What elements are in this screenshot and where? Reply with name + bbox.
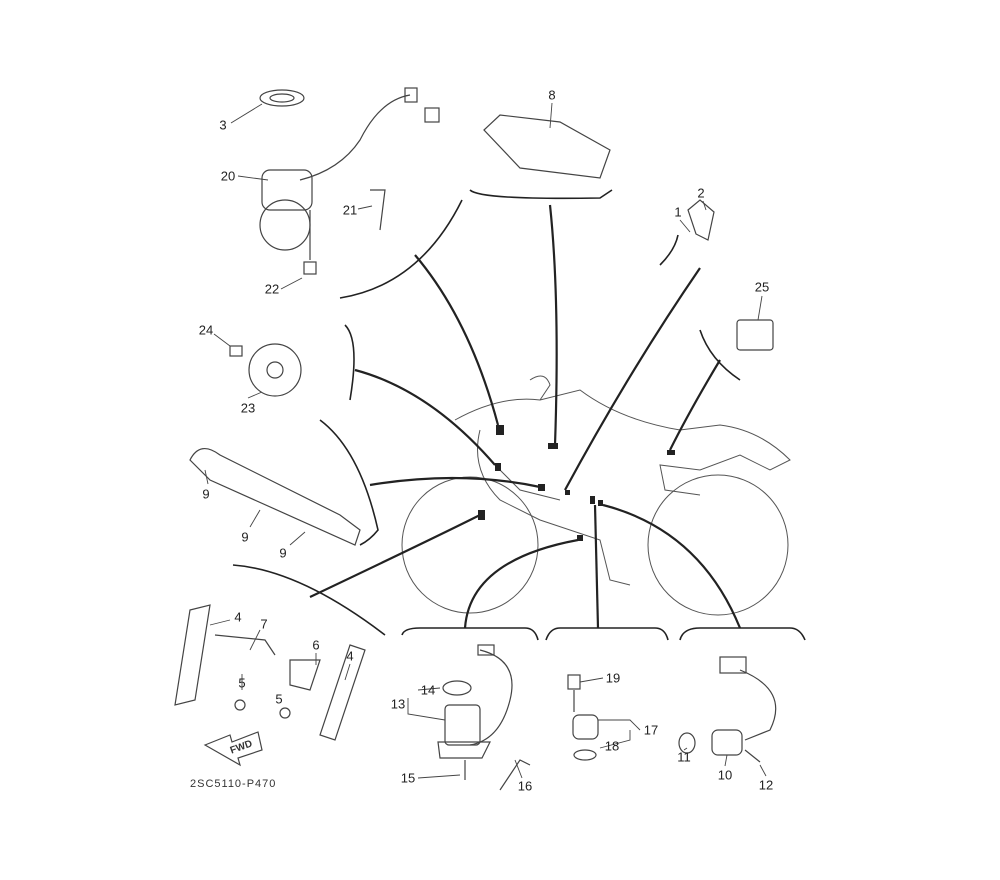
callout-5: 5 bbox=[238, 675, 246, 691]
callout-leaders bbox=[204, 102, 767, 779]
callout-20: 20 bbox=[220, 168, 236, 184]
callout-2: 2 bbox=[697, 185, 705, 201]
callout-9: 9 bbox=[202, 486, 210, 502]
callout-23: 23 bbox=[240, 400, 256, 416]
callout-14: 14 bbox=[420, 682, 436, 698]
diagram-code: 2SC5110-P470 bbox=[190, 778, 277, 790]
callout-13: 13 bbox=[390, 696, 406, 712]
part-sketches bbox=[174, 87, 777, 791]
callout-15: 15 bbox=[400, 770, 416, 786]
callout-18: 18 bbox=[604, 738, 620, 754]
callout-12: 12 bbox=[758, 777, 774, 793]
callout-9: 9 bbox=[279, 545, 287, 561]
callout-5: 5 bbox=[275, 691, 283, 707]
callout-1: 1 bbox=[674, 204, 682, 220]
callout-22: 22 bbox=[264, 281, 280, 297]
callout-10: 10 bbox=[717, 767, 733, 783]
motorcycle-outline bbox=[401, 375, 791, 616]
callout-17: 17 bbox=[643, 722, 659, 738]
callout-16: 16 bbox=[517, 778, 533, 794]
callout-24: 24 bbox=[198, 322, 214, 338]
callout-6: 6 bbox=[312, 637, 320, 653]
callout-4: 4 bbox=[346, 648, 354, 664]
callout-19: 19 bbox=[605, 670, 621, 686]
callout-4: 4 bbox=[234, 609, 242, 625]
callout-21: 21 bbox=[342, 202, 358, 218]
location-markers bbox=[478, 425, 675, 541]
callout-11: 11 bbox=[677, 749, 691, 765]
callout-25: 25 bbox=[754, 279, 770, 295]
callout-9: 9 bbox=[241, 529, 249, 545]
leader-lines bbox=[309, 204, 742, 629]
group-brackets bbox=[232, 189, 806, 641]
callout-3: 3 bbox=[219, 117, 227, 133]
callout-7: 7 bbox=[260, 616, 268, 632]
callout-8: 8 bbox=[548, 87, 556, 103]
